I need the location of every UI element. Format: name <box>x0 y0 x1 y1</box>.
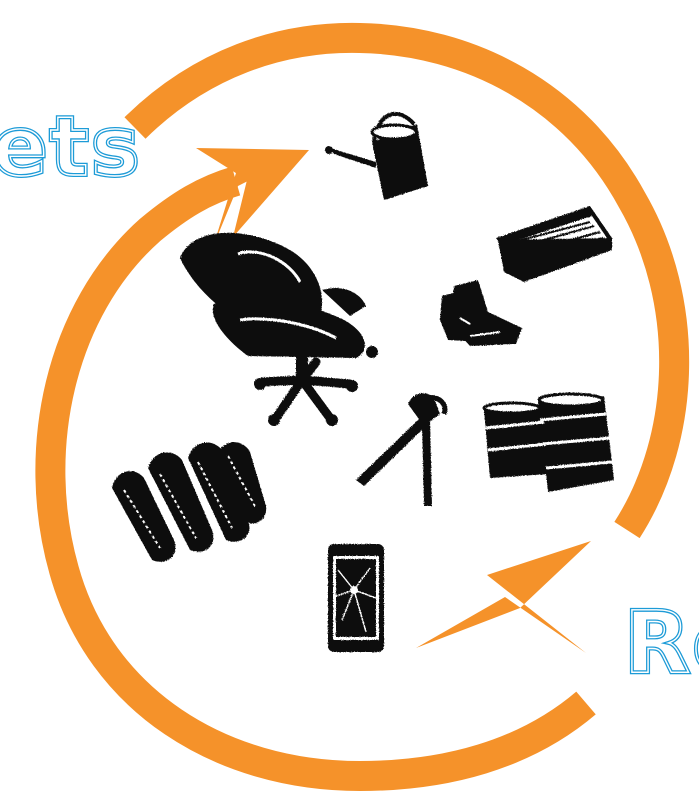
office-chair-icon <box>180 233 378 426</box>
boots-icon <box>440 280 522 346</box>
word-left-inner: ets <box>0 100 142 195</box>
broken-phone-icon <box>328 544 384 652</box>
tires-icon <box>112 442 266 562</box>
barrels-icon <box>484 394 614 492</box>
upper-arrowhead <box>416 541 591 653</box>
watering-can-icon <box>325 114 428 200</box>
word-right-group: Re Re <box>624 593 699 693</box>
newspapers-icon <box>496 206 612 282</box>
word-left-group: ets ets <box>0 100 142 195</box>
pliers-icon <box>356 393 445 506</box>
word-right-inner: Re <box>624 593 699 693</box>
